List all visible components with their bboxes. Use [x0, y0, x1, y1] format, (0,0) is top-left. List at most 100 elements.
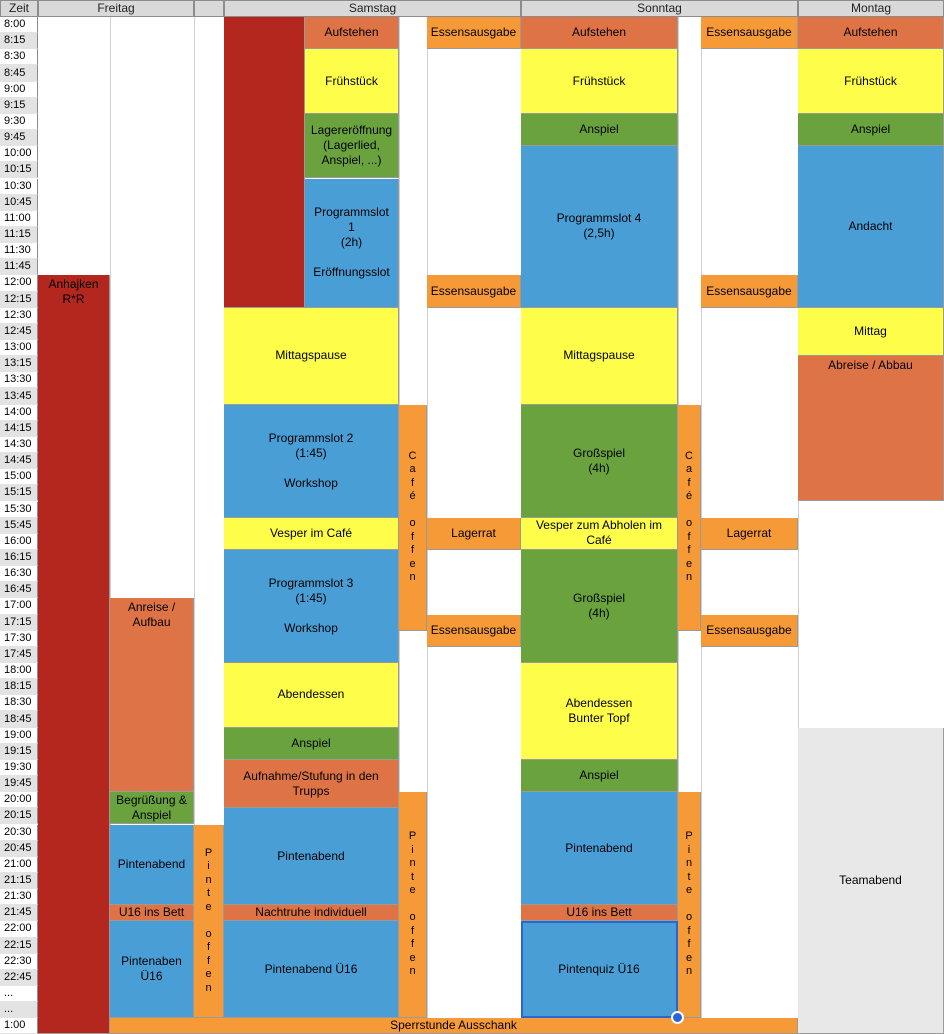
- time-label[interactable]: 12:15: [0, 291, 38, 308]
- event-sonntag-essensausgabe-2[interactable]: Essensausgabe: [701, 275, 798, 308]
- event-sonntag-grossspiel-2[interactable]: Großspiel (4h): [521, 549, 678, 663]
- time-label[interactable]: 21:00: [0, 856, 38, 873]
- event-samstag-lagerrat[interactable]: Lagerrat: [427, 517, 521, 550]
- time-label[interactable]: 8:45: [0, 65, 38, 82]
- event-sperrstunde[interactable]: Sperrstunde Ausschank: [110, 1018, 798, 1034]
- time-label[interactable]: 9:30: [0, 113, 38, 131]
- event-sonntag-aufstehen[interactable]: Aufstehen: [521, 17, 678, 50]
- time-label[interactable]: ...: [0, 1002, 38, 1019]
- event-sonntag-pintenabend[interactable]: Pintenabend: [521, 792, 678, 906]
- time-label[interactable]: 16:00: [0, 533, 38, 550]
- event-sonntag-pintenquiz[interactable]: Pintenquiz Ü16: [521, 921, 678, 1019]
- time-label[interactable]: 8:00: [0, 17, 38, 34]
- time-label[interactable]: 10:15: [0, 162, 38, 179]
- event-sonntag-essensausgabe-3[interactable]: Essensausgabe: [701, 614, 798, 647]
- time-label[interactable]: 12:00: [0, 275, 38, 292]
- time-label[interactable]: 9:15: [0, 97, 38, 114]
- event-freitag-u16[interactable]: U16 ins Bett: [110, 905, 194, 922]
- time-label[interactable]: 14:30: [0, 436, 38, 454]
- time-label[interactable]: 8:15: [0, 33, 38, 50]
- event-samstag-anspiel[interactable]: Anspiel: [224, 727, 399, 760]
- event-montag-anspiel[interactable]: Anspiel: [798, 113, 944, 147]
- header-samstag[interactable]: Samstag: [224, 0, 521, 17]
- time-label[interactable]: 14:45: [0, 453, 38, 470]
- time-label[interactable]: 20:00: [0, 792, 38, 809]
- event-sonntag-essensausgabe-1[interactable]: Essensausgabe: [701, 17, 798, 50]
- time-label[interactable]: 13:30: [0, 372, 38, 389]
- event-montag-aufstehen[interactable]: Aufstehen: [798, 17, 944, 50]
- event-freitag-anhajken[interactable]: Anhajken R*R: [38, 275, 110, 1034]
- time-label[interactable]: 11:00: [0, 210, 38, 227]
- event-montag-fruehstueck[interactable]: Frühstück: [798, 49, 944, 114]
- event-samstag-pintenabend[interactable]: Pintenabend: [224, 808, 399, 906]
- time-label[interactable]: 13:45: [0, 388, 38, 405]
- event-montag-andacht[interactable]: Andacht: [798, 146, 944, 308]
- time-label[interactable]: 9:00: [0, 81, 38, 98]
- time-label[interactable]: ...: [0, 986, 38, 1003]
- event-sonntag-anspiel-1[interactable]: Anspiel: [521, 113, 678, 147]
- time-label[interactable]: 12:30: [0, 307, 38, 324]
- time-label[interactable]: 21:45: [0, 905, 38, 922]
- time-label[interactable]: 11:45: [0, 259, 38, 276]
- event-sonntag-vesper[interactable]: Vesper zum Abholen im Café: [521, 517, 678, 550]
- time-label[interactable]: 15:30: [0, 501, 38, 518]
- event-sonntag-lagerrat[interactable]: Lagerrat: [701, 517, 798, 550]
- event-sonntag-mittagspause[interactable]: Mittagspause: [521, 307, 678, 405]
- time-label[interactable]: 18:00: [0, 663, 38, 680]
- time-label[interactable]: 17:45: [0, 646, 38, 663]
- time-label[interactable]: 15:45: [0, 517, 38, 534]
- header-sonntag[interactable]: Sonntag: [521, 0, 798, 17]
- time-label[interactable]: 10:00: [0, 146, 38, 163]
- header-spacer[interactable]: [194, 0, 224, 17]
- time-label[interactable]: 22:00: [0, 921, 38, 938]
- time-label[interactable]: 10:30: [0, 178, 38, 195]
- time-label[interactable]: 18:15: [0, 679, 38, 696]
- event-samstag-abendessen[interactable]: Abendessen: [224, 663, 399, 728]
- time-label[interactable]: 19:15: [0, 743, 38, 760]
- time-label[interactable]: 19:45: [0, 776, 38, 793]
- event-samstag-lagereroeffnung[interactable]: Lagereröffnung (Lagerlied, Anspiel, ...): [305, 113, 399, 179]
- time-label[interactable]: 22:30: [0, 953, 38, 970]
- event-sonntag-grossspiel-1[interactable]: Großspiel (4h): [521, 404, 678, 518]
- event-samstag-essensausgabe-1[interactable]: Essensausgabe: [427, 17, 521, 50]
- event-sonntag-fruehstueck[interactable]: Frühstück: [521, 49, 678, 114]
- time-label[interactable]: 17:00: [0, 598, 38, 615]
- time-label[interactable]: 15:15: [0, 485, 38, 502]
- time-label[interactable]: 22:45: [0, 969, 38, 986]
- event-montag-teamabend[interactable]: Teamabend: [798, 727, 944, 1034]
- time-label[interactable]: 18:45: [0, 711, 38, 728]
- time-label[interactable]: 20:45: [0, 840, 38, 857]
- event-freitag-pintenabend[interactable]: Pintenabend: [110, 824, 194, 906]
- event-sonntag-programmslot-4[interactable]: Programmslot 4 (2,5h): [521, 146, 678, 308]
- time-label[interactable]: 13:00: [0, 340, 38, 357]
- event-samstag-nachtruhe[interactable]: Nachtruhe individuell: [224, 905, 399, 922]
- time-label[interactable]: 20:30: [0, 824, 38, 841]
- event-freitag-pintenabend-u16[interactable]: Pintenaben Ü16: [110, 921, 194, 1019]
- event-freitag-anreise[interactable]: Anreise / Aufbau: [110, 598, 194, 793]
- time-label[interactable]: 10:45: [0, 194, 38, 211]
- time-label[interactable]: 16:30: [0, 566, 38, 583]
- time-label[interactable]: 1:00: [0, 1018, 38, 1034]
- event-samstag-essensausgabe-3[interactable]: Essensausgabe: [427, 614, 521, 647]
- time-label[interactable]: 17:30: [0, 630, 38, 647]
- event-samstag-programmslot-2[interactable]: Programmslot 2 (1:45) Workshop: [224, 404, 399, 518]
- time-label[interactable]: 19:00: [0, 727, 38, 744]
- event-samstag-aufnahme[interactable]: Aufnahme/Stufung in den Trupps: [224, 759, 399, 809]
- event-montag-abreise[interactable]: Abreise / Abbau: [798, 356, 944, 502]
- time-label[interactable]: 21:30: [0, 889, 38, 906]
- time-label[interactable]: 11:15: [0, 226, 38, 244]
- time-label[interactable]: 13:15: [0, 356, 38, 373]
- time-label[interactable]: 11:30: [0, 243, 38, 260]
- time-label[interactable]: 20:15: [0, 808, 38, 825]
- time-label[interactable]: 22:15: [0, 937, 38, 954]
- time-label[interactable]: 18:30: [0, 695, 38, 712]
- time-label[interactable]: 15:00: [0, 469, 38, 486]
- event-samstag-pintenabend-u16[interactable]: Pintenabend Ü16: [224, 921, 399, 1019]
- time-label[interactable]: 14:15: [0, 420, 38, 437]
- header-zeit[interactable]: Zeit: [0, 0, 38, 17]
- time-label[interactable]: 16:15: [0, 549, 38, 567]
- time-label[interactable]: 12:45: [0, 323, 38, 340]
- event-montag-mittag[interactable]: Mittag: [798, 307, 944, 357]
